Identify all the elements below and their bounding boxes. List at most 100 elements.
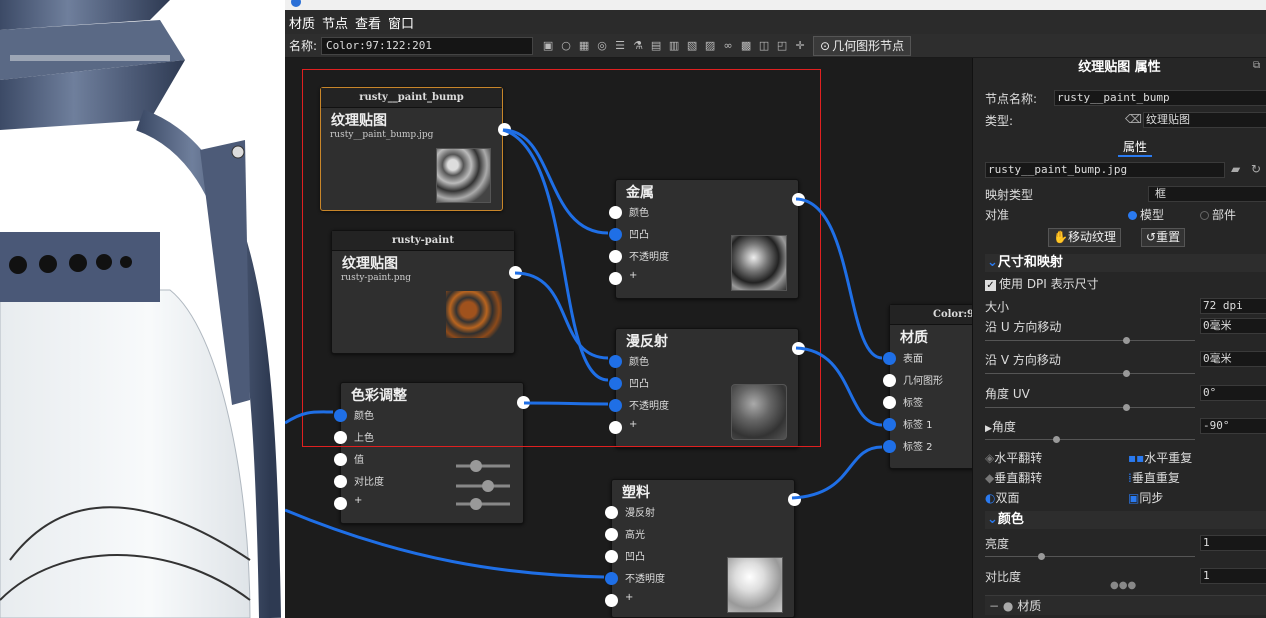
slider-knob[interactable] <box>1123 404 1130 411</box>
output-port[interactable] <box>498 123 511 136</box>
menu-material[interactable]: 材质 <box>289 16 316 32</box>
brightness-field[interactable]: 1 <box>1200 535 1266 551</box>
tab-properties[interactable]: 属性 <box>1118 138 1153 157</box>
move-texture-button[interactable]: ✋移动纹理 <box>1048 228 1121 247</box>
contrast-field[interactable]: 1 <box>1200 568 1266 584</box>
input-port-add[interactable] <box>605 594 618 607</box>
name-field[interactable]: Color:97:122:201 <box>321 36 534 55</box>
port-label: 对比度 <box>354 477 384 488</box>
sliders-icon[interactable]: ☰ <box>615 38 625 52</box>
input-port-surface[interactable] <box>883 352 896 365</box>
slider-knob[interactable] <box>1123 337 1130 344</box>
angle-field[interactable]: -90° <box>1200 418 1266 434</box>
align-model-radio[interactable]: 模型 <box>1128 206 1164 223</box>
slider-knob[interactable] <box>1123 370 1130 377</box>
section-color[interactable]: ⌄颜色 <box>985 511 1266 529</box>
slider-knob[interactable] <box>1053 436 1060 443</box>
node-material-output[interactable]: Color:9 材质 表面 几何图形 标签 标签 1 标签 2 <box>883 304 979 469</box>
angle-slider[interactable] <box>985 436 1195 443</box>
angle-label[interactable]: ▶角度 <box>985 418 1016 435</box>
grid-icon[interactable]: ▦ <box>578 38 590 52</box>
v-offset-field[interactable]: 0毫米 <box>1200 351 1266 367</box>
v-offset-slider[interactable] <box>985 370 1195 377</box>
repeat-v-toggle[interactable]: ⁞垂直重复 <box>1128 469 1180 486</box>
node-paint-texture[interactable]: rusty-paint 纹理贴图 rusty-paint.png <box>331 230 522 354</box>
u-offset-slider[interactable] <box>985 337 1195 344</box>
input-port-specular[interactable] <box>605 528 618 541</box>
input-port-opacity[interactable] <box>609 250 622 263</box>
input-port-add[interactable] <box>609 421 622 434</box>
slider-knob[interactable] <box>1038 553 1045 560</box>
texture-file-field[interactable]: rusty__paint_bump.jpg <box>985 162 1225 178</box>
node-bump-texture[interactable]: rusty__paint_bump 纹理贴图 rusty__paint_bump… <box>320 87 511 211</box>
sync-toggle[interactable]: ▣同步 <box>1128 489 1163 506</box>
input-port-color[interactable] <box>609 206 622 219</box>
trash-icon[interactable]: ⌫ <box>1125 112 1142 126</box>
node-color-adjust[interactable]: 色彩调整 颜色 上色 值 对比度 + <box>334 382 530 524</box>
input-port-tint[interactable] <box>334 431 347 444</box>
move-icon[interactable]: ✛ <box>795 38 805 52</box>
input-port-value[interactable] <box>334 453 347 466</box>
menu-node[interactable]: 节点 <box>322 16 349 32</box>
input-port-opacity[interactable] <box>605 572 618 585</box>
link-icon[interactable]: ∞ <box>723 38 733 52</box>
tree-icon[interactable]: ▩ <box>740 38 752 52</box>
input-port-opacity[interactable] <box>609 399 622 412</box>
input-port-contrast[interactable] <box>334 475 347 488</box>
geometry-node-button[interactable]: ⊙几何图形节点 <box>813 35 912 56</box>
output-port[interactable] <box>792 193 805 206</box>
size-field[interactable]: 72 dpi <box>1200 298 1266 314</box>
copy-icon[interactable]: ▤ <box>650 38 662 52</box>
input-port-label[interactable] <box>883 396 896 409</box>
flip-v-toggle[interactable]: ◆垂直翻转 <box>985 469 1042 486</box>
input-port-bump[interactable] <box>609 377 622 390</box>
input-port-color[interactable] <box>334 409 347 422</box>
align-part-radio[interactable]: 部件 <box>1200 206 1236 223</box>
flask-icon[interactable]: ⚗ <box>633 38 643 52</box>
input-port-bump[interactable] <box>609 228 622 241</box>
node-name-field[interactable]: rusty__paint_bump <box>1054 90 1266 106</box>
menu-window[interactable]: 窗口 <box>388 16 415 32</box>
search-icon[interactable]: ○ <box>561 38 571 52</box>
output-port[interactable] <box>517 396 530 409</box>
undock-icon[interactable]: ⧉ <box>1253 60 1261 71</box>
folder-icon[interactable]: ▰ <box>1231 162 1241 176</box>
arrange-icon[interactable]: ▨ <box>704 38 716 52</box>
fit-icon[interactable]: ◰ <box>776 38 788 52</box>
target-icon[interactable]: ◎ <box>597 38 607 52</box>
output-port[interactable] <box>509 266 522 279</box>
input-port-geometry[interactable] <box>883 374 896 387</box>
reset-button[interactable]: ↺重置 <box>1141 228 1186 247</box>
output-port[interactable] <box>792 342 805 355</box>
input-port-diffuse[interactable] <box>605 506 618 519</box>
layout-icon[interactable]: ▧ <box>686 38 698 52</box>
dpi-checkbox[interactable]: ✓使用 DPI 表示尺寸 <box>985 275 1099 292</box>
input-port-label-1[interactable] <box>883 418 896 431</box>
section-size-mapping[interactable]: ⌄尺寸和映射 <box>985 254 1266 272</box>
node-canvas[interactable]: rusty__paint_bump 纹理贴图 rusty__paint_bump… <box>285 58 979 618</box>
output-port[interactable] <box>788 493 801 506</box>
double-sided-toggle[interactable]: ◐双面 <box>985 489 1020 506</box>
refresh-icon[interactable]: ↻ <box>1251 162 1262 176</box>
more-icon[interactable]: ●●● <box>1110 580 1137 591</box>
repeat-h-toggle[interactable]: ▪▪水平重复 <box>1128 449 1192 466</box>
input-port-add[interactable] <box>609 272 622 285</box>
node-metal[interactable]: 金属 颜色 凹凸 不透明度 + <box>609 179 805 299</box>
node-diffuse[interactable]: 漫反射 颜色 凹凸 不透明度 + <box>609 328 805 448</box>
input-port-add[interactable] <box>334 497 347 510</box>
menu-view[interactable]: 查看 <box>355 16 382 32</box>
mapping-select[interactable]: 框 <box>1148 186 1266 202</box>
input-port-bump[interactable] <box>605 550 618 563</box>
frame-icon[interactable]: ◫ <box>758 38 770 52</box>
save-icon[interactable]: ▣ <box>542 38 554 52</box>
input-port-label-2[interactable] <box>883 440 896 453</box>
u-offset-field[interactable]: 0毫米 <box>1200 318 1266 334</box>
node-plastic[interactable]: 塑料 漫反射 高光 凹凸 不透明度 + <box>605 479 801 618</box>
flip-h-toggle[interactable]: ◈水平翻转 <box>985 449 1042 466</box>
uv-angle-slider[interactable] <box>985 404 1195 411</box>
uv-angle-field[interactable]: 0° <box>1200 385 1266 401</box>
brightness-slider[interactable] <box>985 553 1195 560</box>
input-port-color[interactable] <box>609 355 622 368</box>
delete-icon[interactable]: ▥ <box>668 38 680 52</box>
material-footer[interactable]: − ● 材质 <box>985 595 1266 615</box>
